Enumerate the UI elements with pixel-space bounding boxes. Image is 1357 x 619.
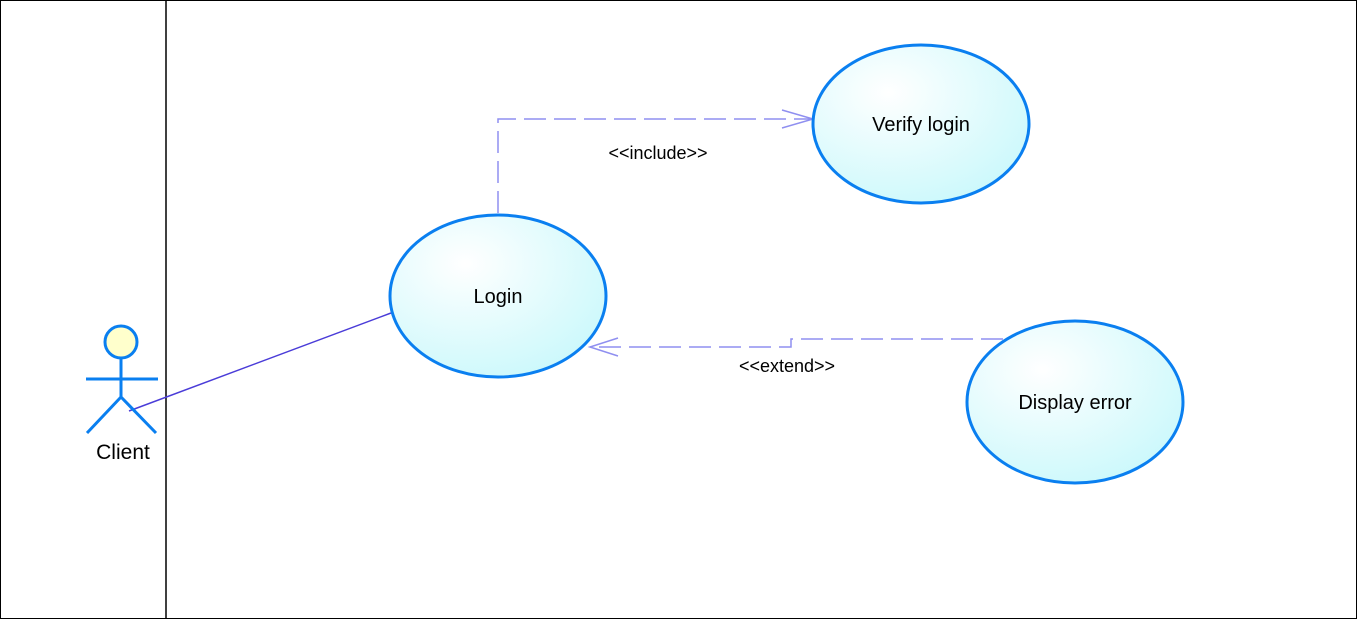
- include-stereotype-label: <<include>>: [608, 143, 707, 163]
- extend-dependency-line[interactable]: [590, 338, 1003, 348]
- use-case-verify-login-label: Verify login: [872, 114, 970, 136]
- association-client-login[interactable]: [128, 312, 392, 412]
- actor-client[interactable]: Client: [85, 324, 158, 464]
- extend-stereotype-label: <<extend>>: [739, 356, 835, 376]
- use-case-login[interactable]: Login: [388, 213, 608, 379]
- use-case-login-label: Login: [474, 286, 523, 308]
- include-dependency-line[interactable]: [497, 118, 813, 213]
- actor-right-leg: [119, 395, 158, 435]
- actor-left-leg: [85, 395, 123, 435]
- use-case-display-error-label: Display error: [1018, 392, 1132, 414]
- extend-arrowhead: [587, 337, 619, 357]
- use-case-display-error[interactable]: Display error: [965, 319, 1185, 485]
- actor-head-icon: [103, 324, 139, 360]
- actor-client-label: Client: [96, 441, 150, 464]
- use-case-verify-login[interactable]: Verify login: [811, 43, 1031, 205]
